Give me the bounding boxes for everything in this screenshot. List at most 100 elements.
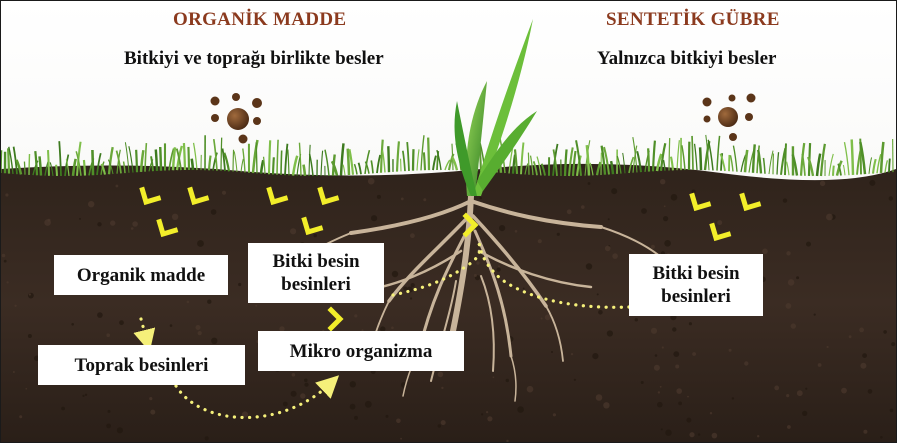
soil-speck: [598, 310, 603, 315]
grass-blade: [256, 142, 257, 173]
soil-speck: [28, 334, 32, 338]
soil-speck: [689, 322, 692, 325]
soil-speck: [506, 379, 509, 382]
soil-speck: [211, 209, 217, 215]
soil-speck: [371, 215, 377, 221]
soil-nutrients-text: Toprak besinleri: [75, 354, 209, 377]
soil-speck: [515, 230, 518, 233]
soil-speck: [400, 438, 402, 440]
soil-speck: [641, 208, 647, 214]
soil-speck: [545, 314, 551, 320]
soil-speck: [119, 320, 124, 325]
soil-speck: [441, 387, 443, 389]
soil-speck: [757, 435, 759, 437]
synthetic-subtitle: Yalnızca bitkiyi besler: [597, 48, 776, 70]
soil-speck: [106, 424, 111, 429]
soil-speck: [438, 372, 444, 378]
soil-speck: [304, 383, 308, 387]
soil-speck: [517, 406, 524, 413]
soil-speck: [588, 182, 591, 185]
soil-speck: [806, 242, 811, 247]
soil-speck: [493, 376, 495, 378]
grass-blade: [156, 150, 157, 171]
soil-speck: [791, 323, 796, 328]
grass-blade: [8, 148, 9, 173]
grass-blade: [233, 150, 234, 172]
soil-speck: [480, 197, 482, 199]
soil-speck: [131, 227, 134, 230]
soil-speck: [665, 430, 671, 436]
soil-speck: [291, 391, 297, 397]
soil-speck: [205, 436, 209, 440]
soil-speck: [106, 333, 110, 337]
soil-speck: [476, 261, 479, 264]
soil-speck: [82, 395, 84, 397]
plant-nutrients-left-text: Bitki besin besinleri: [272, 250, 359, 296]
soil-speck: [596, 394, 603, 401]
soil-speck: [19, 415, 22, 418]
soil-speck: [365, 401, 372, 408]
soil-speck: [411, 283, 415, 287]
soil-speck: [814, 314, 816, 316]
soil-speck: [132, 221, 138, 227]
soil-speck: [581, 205, 585, 209]
soil-speck: [497, 268, 501, 272]
soil-speck: [797, 390, 803, 396]
soil-speck: [663, 216, 668, 221]
soil-speck: [290, 228, 296, 234]
grass-blade: [428, 138, 429, 171]
soil-speck: [869, 180, 875, 186]
soil-speck: [403, 287, 407, 291]
soil-speck: [687, 396, 689, 398]
grass-blade: [304, 165, 305, 176]
soil-speck: [732, 397, 734, 399]
soil-speck: [401, 198, 404, 201]
soil-speck: [655, 354, 658, 357]
soil-speck: [786, 251, 790, 255]
soil-speck: [108, 410, 111, 413]
grass-blade: [1, 150, 2, 173]
grass-blade: [388, 146, 389, 172]
microorganism-label: Mikro organizma: [258, 331, 464, 371]
soil-speck: [170, 324, 173, 327]
soil-speck: [574, 379, 576, 381]
organic-matter-text: Organik madde: [77, 264, 205, 287]
soil-speck: [391, 327, 394, 330]
soil-speck: [377, 195, 381, 199]
grass-blade: [700, 147, 701, 170]
grass-blade: [669, 138, 670, 170]
grass-blade: [348, 149, 349, 175]
soil-speck: [788, 279, 795, 286]
soil-speck: [762, 249, 768, 255]
soil-speck: [196, 325, 201, 330]
soil-speck: [88, 201, 94, 207]
organic-matter-label: Organik madde: [54, 255, 228, 295]
soil-speck: [79, 218, 81, 220]
synthetic-title: SENTETİK GÜBRE: [606, 9, 780, 31]
soil-speck: [641, 381, 644, 384]
soil-speck: [654, 365, 660, 371]
soil-speck: [698, 433, 700, 435]
grass-blade: [269, 140, 270, 174]
soil-speck: [441, 420, 446, 425]
soil-speck: [729, 349, 732, 352]
soil-speck: [891, 342, 895, 346]
soil-speck: [300, 393, 305, 398]
soil-speck: [187, 301, 190, 304]
soil-speck: [860, 363, 866, 369]
soil-speck: [61, 407, 65, 411]
soil-speck: [676, 388, 682, 394]
soil-speck: [438, 424, 441, 427]
soil-speck: [354, 416, 358, 420]
soil-speck: [541, 318, 543, 320]
soil-speck: [744, 361, 748, 365]
soil-speck: [527, 386, 534, 393]
soil-speck: [664, 240, 671, 247]
grass-blade: [92, 150, 93, 175]
soil-speck: [592, 353, 598, 359]
soil-speck: [207, 300, 211, 304]
soil-speck: [551, 351, 553, 353]
soil-speck: [826, 214, 833, 221]
soil-speck: [29, 293, 31, 295]
soil-speck: [487, 416, 492, 421]
